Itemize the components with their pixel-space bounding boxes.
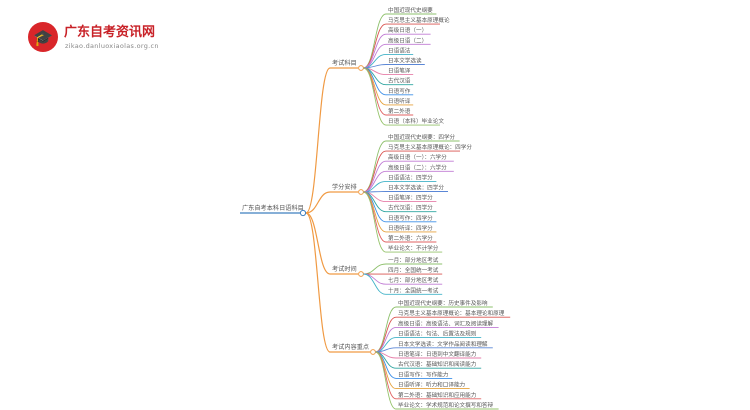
leaf-label: 日本文学选读 xyxy=(388,57,422,65)
leaf-label: 日语笔译 xyxy=(388,67,411,75)
branch-label: 学分安排 xyxy=(332,183,357,191)
leaf-label: 四月：全国统一考试 xyxy=(388,266,439,274)
leaf-label: 高级日语：高级语法、词汇及阅读理解 xyxy=(398,319,494,327)
leaf-connector xyxy=(363,140,387,193)
leaf-label: 日语（本科）毕业论文 xyxy=(388,117,444,125)
leaf-connector xyxy=(375,316,397,353)
leaf-label: 高级日语（二） xyxy=(388,36,427,44)
site-logo[interactable]: 🎓 广东自考资讯网 zikao.danluoxiaolas.org.cn xyxy=(28,20,228,56)
leaf-label: 高级日语（一） xyxy=(388,26,427,34)
leaf-label: 日语写作 xyxy=(388,87,411,95)
leaf-connector xyxy=(375,351,397,400)
leaf-label: 日语听译：四学分 xyxy=(388,224,433,232)
leaf-label: 日语语法 xyxy=(388,46,411,54)
leaf-connector xyxy=(363,13,387,69)
leaf-connector xyxy=(363,273,387,295)
logo-subtitle: zikao.danluoxiaolas.org.cn xyxy=(65,42,159,50)
leaf-label: 古代汉语 xyxy=(388,77,411,85)
logo-title: 广东自考资讯网 xyxy=(64,25,156,40)
branch-connector xyxy=(305,212,331,275)
leaf-connector xyxy=(363,273,387,285)
leaf-label: 毕业论文：不计学分 xyxy=(388,244,439,252)
leaf-connector xyxy=(363,67,387,116)
leaf-connector xyxy=(363,191,387,253)
leaf-label: 七月：部分地区考试 xyxy=(388,276,439,284)
leaf-label: 第二外语：六学分 xyxy=(388,234,433,242)
leaf-label: 日语笔译：日语到中文翻译能力 xyxy=(398,350,477,358)
leaf-connector xyxy=(363,191,387,213)
leaf-label: 日语写作：写作能力 xyxy=(398,370,449,378)
leaf-label: 日语语法：句法、后置法及规则 xyxy=(398,330,477,338)
leaf-label: 古代汉语：四学分 xyxy=(388,204,433,212)
leaf-connector xyxy=(363,67,387,106)
leaf-connector xyxy=(363,191,387,233)
leaf-label: 马克思主义基本原理概论：四学分 xyxy=(388,143,472,151)
branch-connector xyxy=(305,191,331,214)
leaf-connector xyxy=(363,263,387,275)
root-connector-dot xyxy=(299,209,307,217)
branch-connector-dot xyxy=(358,189,364,195)
leaf-label: 日语写作：四学分 xyxy=(388,214,433,222)
branch-connector xyxy=(305,67,331,214)
leaf-label: 马克思主义基本原理概论 xyxy=(388,16,450,24)
leaf-label: 第二外语 xyxy=(388,107,411,115)
branch-connector-dot xyxy=(370,349,376,355)
leaf-label: 中国近现代史纲要 xyxy=(388,6,433,14)
branch-connector xyxy=(305,212,331,353)
leaf-label: 日本文学选读：文学作品阅读和理解 xyxy=(398,340,488,348)
leaf-label: 古代汉语：基础知识和阅读能力 xyxy=(398,360,477,368)
leaf-connector xyxy=(363,33,387,69)
leaf-connector xyxy=(363,150,387,193)
branch-label: 考试内容重点 xyxy=(332,343,369,351)
leaf-connector xyxy=(363,191,387,243)
leaf-label: 高级日语（一）：六学分 xyxy=(388,153,447,161)
graduation-cap-icon: 🎓 xyxy=(28,22,58,52)
leaf-label: 日语听译：听力和口译能力 xyxy=(398,381,466,389)
branch-connector-dot xyxy=(358,65,364,71)
leaf-label: 日语笔译：四学分 xyxy=(388,194,433,202)
leaf-label: 高级日语（二）：六学分 xyxy=(388,163,447,171)
branch-connector-dot xyxy=(358,271,364,277)
leaf-label: 日本文学选读：四学分 xyxy=(388,184,444,192)
leaf-label: 毕业论文：学术规范和论文撰写和答辩 xyxy=(398,401,494,409)
leaf-label: 日语语法：四学分 xyxy=(388,173,433,181)
leaf-label: 日语听译 xyxy=(388,97,411,105)
leaf-connector xyxy=(375,351,397,410)
leaf-connector xyxy=(363,191,387,193)
leaf-label: 马克思主义基本原理概论：基本理论和原理 xyxy=(398,309,505,317)
leaf-label: 十月：全国统一考试 xyxy=(388,286,439,294)
root-label: 广东自考本科日语科目 xyxy=(242,204,304,212)
leaf-label: 一月：部分地区考试 xyxy=(388,256,439,264)
leaf-connector xyxy=(363,160,387,193)
branch-label: 考试时间 xyxy=(332,265,357,273)
branch-label: 考试科目 xyxy=(332,59,357,67)
leaf-label: 中国近现代史纲要：四学分 xyxy=(388,133,456,141)
leaf-connector xyxy=(363,67,387,126)
leaf-label: 中国近现代史纲要：历史事件及影响 xyxy=(398,299,488,307)
leaf-label: 第二外语：基础知识和应用能力 xyxy=(398,391,477,399)
